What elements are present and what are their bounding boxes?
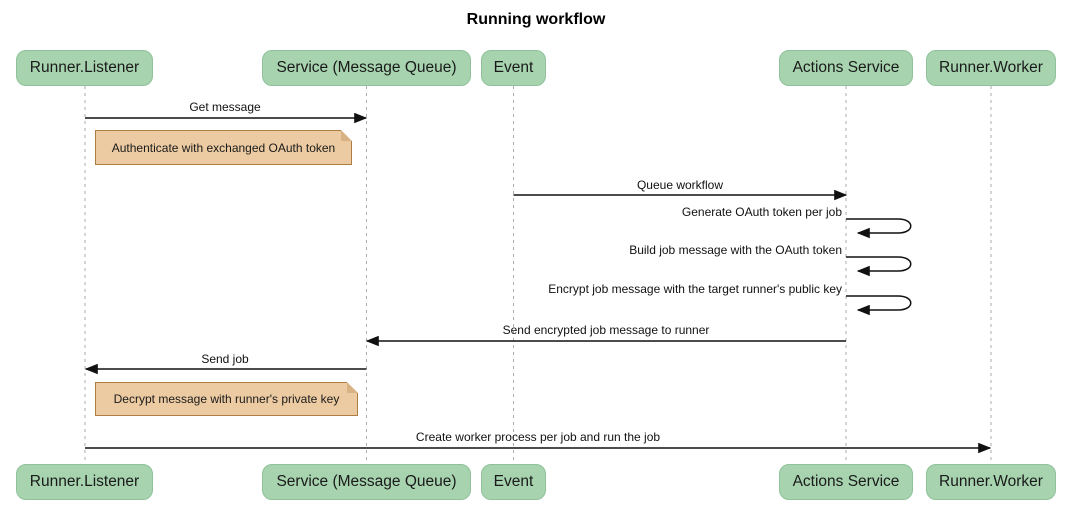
- message-label-queue-workflow: Queue workflow: [636, 178, 724, 192]
- message-label-get-message: Get message: [189, 100, 261, 114]
- participant-bottom-service-message-queue: Service (Message Queue): [262, 464, 471, 500]
- participant-top-actions-service: Actions Service: [779, 50, 913, 86]
- participant-bottom-event: Event: [481, 464, 546, 500]
- message-label-build-job-message: Build job message with the OAuth token: [629, 243, 842, 257]
- self-loop-generate-oauth-token: [846, 218, 912, 239]
- participant-top-runner-worker: Runner.Worker: [926, 50, 1056, 86]
- participant-top-service-message-queue: Service (Message Queue): [262, 50, 471, 86]
- participant-bottom-runner-worker: Runner.Worker: [926, 464, 1056, 500]
- message-label-create-worker-process: Create worker process per job and run th…: [415, 430, 661, 444]
- participant-bottom-actions-service: Actions Service: [779, 464, 913, 500]
- participant-bottom-runner-listener: Runner.Listener: [16, 464, 153, 500]
- participant-top-runner-listener: Runner.Listener: [16, 50, 153, 86]
- diagram-title: Running workflow: [466, 11, 606, 28]
- self-loop-encrypt-job-message: [846, 295, 912, 316]
- message-label-generate-oauth-token: Generate OAuth token per job: [681, 205, 842, 219]
- message-label-send-encrypted-job: Send encrypted job message to runner: [502, 323, 710, 337]
- note-decrypt-message: Decrypt message with runner's private ke…: [95, 382, 358, 416]
- message-label-encrypt-job-message: Encrypt job message with the target runn…: [548, 282, 842, 296]
- self-loop-build-job-message: [846, 256, 912, 277]
- participant-top-event: Event: [481, 50, 546, 86]
- message-label-send-job: Send job: [201, 352, 249, 366]
- note-authenticate-oauth: Authenticate with exchanged OAuth token: [95, 130, 352, 165]
